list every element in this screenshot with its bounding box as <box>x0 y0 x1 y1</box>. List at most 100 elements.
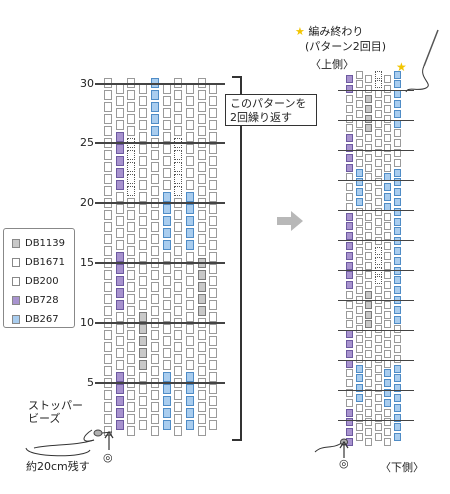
bead <box>365 134 373 143</box>
bead <box>209 144 218 154</box>
bead <box>394 80 401 89</box>
bead <box>384 428 392 437</box>
swatch-gray <box>12 238 20 248</box>
bead <box>174 90 183 100</box>
bead <box>365 291 373 299</box>
row-tick-label: 20 <box>80 196 94 209</box>
bead <box>384 320 392 329</box>
bead <box>394 393 401 402</box>
bead <box>346 408 353 417</box>
bead <box>127 126 136 136</box>
bead <box>374 90 382 99</box>
bead <box>197 210 206 220</box>
bead <box>394 217 401 226</box>
bead <box>185 288 194 298</box>
bead <box>355 423 363 432</box>
bead <box>209 360 218 370</box>
bead <box>115 252 124 262</box>
bead <box>104 246 112 256</box>
bead <box>115 288 124 298</box>
legend-item: DB267 <box>12 313 59 325</box>
bead <box>394 207 401 216</box>
bead <box>365 261 373 270</box>
bead <box>197 114 206 124</box>
bead <box>209 120 218 130</box>
bead <box>162 324 171 334</box>
bead <box>346 242 353 250</box>
bead <box>115 360 124 370</box>
bead <box>174 162 183 172</box>
bead <box>374 217 382 226</box>
legend-item: DB1671 <box>12 256 65 268</box>
bottom-side-label: 〈下側〉 <box>380 461 424 474</box>
bead <box>104 102 112 112</box>
row-marker-line <box>95 202 225 204</box>
bead <box>150 270 159 280</box>
legend-code: DB267 <box>25 313 59 325</box>
bead <box>104 414 112 424</box>
bead <box>394 99 401 108</box>
bead <box>346 114 353 123</box>
bead <box>374 148 382 157</box>
bead <box>139 264 148 274</box>
repeat-note: このパターンを 2回繰り返す <box>225 94 317 126</box>
bead <box>384 418 392 427</box>
bead <box>115 396 124 406</box>
right-start-arrow-icon <box>339 440 349 458</box>
bead <box>394 305 401 314</box>
bead <box>355 295 363 304</box>
bead <box>115 408 124 418</box>
bead <box>174 402 183 412</box>
bead <box>394 70 401 79</box>
bead <box>104 330 112 340</box>
bead <box>365 124 373 133</box>
bead <box>185 360 194 370</box>
bead <box>209 216 218 226</box>
bead <box>104 402 112 412</box>
bead <box>365 408 373 417</box>
bead <box>365 369 373 378</box>
bead <box>174 354 183 364</box>
bead <box>174 126 183 136</box>
bead <box>104 342 112 352</box>
bead <box>209 324 218 334</box>
bead <box>174 174 183 184</box>
row-tick-label: 30 <box>80 77 94 90</box>
bead <box>355 178 363 187</box>
bead <box>197 150 206 160</box>
bead <box>162 204 171 214</box>
bead <box>209 192 218 202</box>
bead <box>174 222 183 232</box>
bead <box>374 433 382 442</box>
bead <box>365 330 373 339</box>
bead <box>346 349 353 358</box>
bead <box>127 426 136 436</box>
bead <box>185 264 194 274</box>
bead <box>374 70 382 79</box>
legend-item: DB1139 <box>12 237 65 249</box>
bead <box>162 108 171 118</box>
bead <box>355 158 363 167</box>
bead <box>150 414 159 424</box>
bead <box>374 178 382 187</box>
bead <box>139 120 148 130</box>
bead <box>162 348 171 358</box>
bead <box>127 270 136 280</box>
bead <box>115 216 124 226</box>
bead <box>384 261 392 270</box>
legend: DB1139 DB1671 DB200 DB728 DB267 <box>3 228 75 328</box>
bead <box>174 390 183 400</box>
bead <box>104 234 112 244</box>
row-marker-line <box>338 150 414 151</box>
bead <box>374 158 382 167</box>
swatch-white <box>12 276 20 286</box>
bead <box>374 403 382 412</box>
bead <box>104 186 112 196</box>
bead <box>127 282 136 292</box>
bead <box>346 310 353 319</box>
bead <box>365 349 373 358</box>
bead <box>209 264 218 274</box>
bead <box>197 186 206 196</box>
bead <box>394 295 401 304</box>
bead <box>185 324 194 334</box>
